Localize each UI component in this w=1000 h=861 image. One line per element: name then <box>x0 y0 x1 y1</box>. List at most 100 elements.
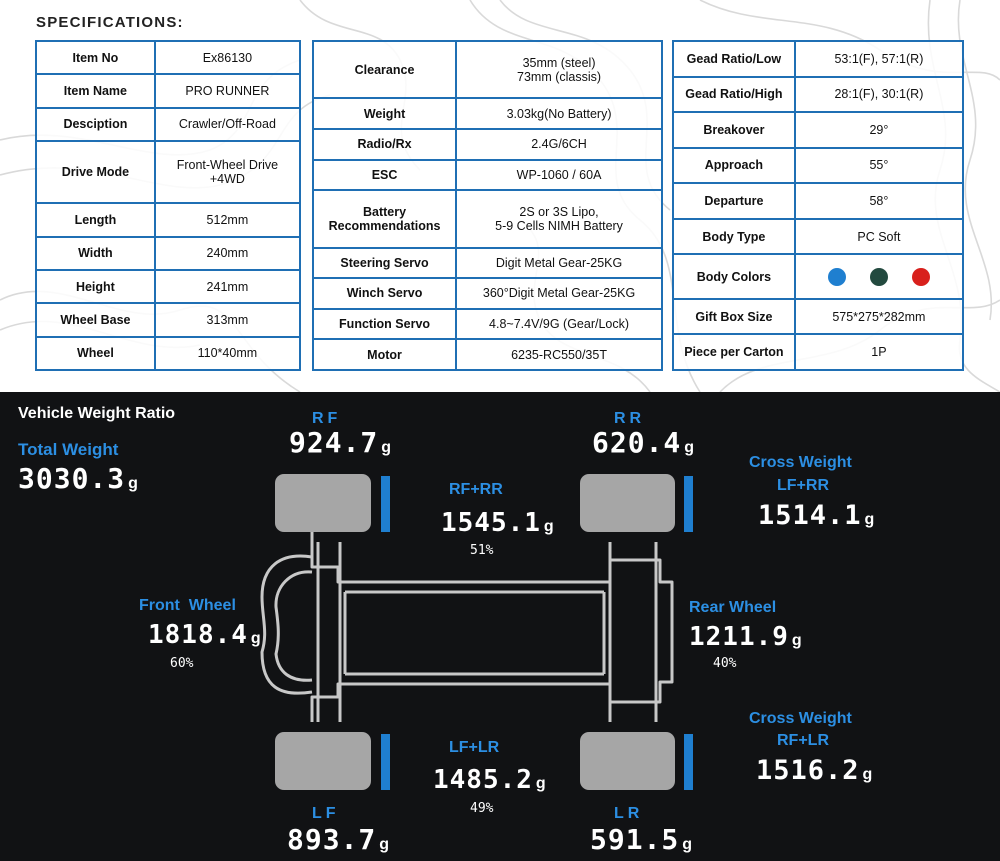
chassis-frame-lower <box>310 632 674 722</box>
right-side-label: RF+RR <box>449 481 503 498</box>
left-side-label: LF+LR <box>449 739 500 756</box>
spec-value <box>793 253 965 300</box>
chassis-frame-mid <box>343 590 606 676</box>
lr-label: LR <box>614 805 644 822</box>
weight-bar-lr <box>684 734 693 790</box>
spec-value: 53:1(F), 57:1(R) <box>793 40 965 78</box>
spec-value: 58° <box>793 182 965 220</box>
specifications-title: SPECIFICATIONS: <box>36 14 184 31</box>
body-color-swatch <box>911 267 930 286</box>
cross-weight-1-label: Cross Weight <box>749 454 852 471</box>
spec-value: 241mm <box>153 269 302 305</box>
spec-label: Motor <box>311 338 458 371</box>
spec-value: 110*40mm <box>153 335 302 372</box>
spec-label: Length <box>35 202 156 238</box>
spec-value: WP-1060 / 60A <box>455 158 663 192</box>
spec-label: Function Servo <box>311 307 458 341</box>
spec-label: ESC <box>311 158 458 192</box>
tire-rr <box>580 474 675 532</box>
spec-label: Piece per Carton <box>672 333 796 371</box>
rear-wheel-label: Rear Wheel <box>689 599 777 616</box>
total-weight-label: Total Weight <box>18 440 119 459</box>
spec-value: 2S or 3S Lipo, 5-9 Cells NIMH Battery <box>455 189 663 249</box>
spec-label: Item No <box>35 39 156 76</box>
spec-value: 2.4G/6CH <box>455 127 663 161</box>
spec-value: 360°Digit Metal Gear-25KG <box>455 277 663 310</box>
spec-value: 240mm <box>153 235 302 272</box>
weight-bar-rf <box>381 476 390 532</box>
spec-label: Height <box>35 269 156 305</box>
front-wheel-percent: 60% <box>170 656 194 671</box>
rear-wheel-percent: 40% <box>713 656 737 671</box>
spec-value: Front-Wheel Drive +4WD <box>153 139 302 205</box>
spec-row: Body Colors <box>672 253 965 300</box>
spec-label: Approach <box>672 146 796 185</box>
spec-value: PRO RUNNER <box>153 73 302 109</box>
tire-lr <box>580 732 675 790</box>
spec-label: Clearance <box>311 39 458 100</box>
tire-lf <box>275 732 371 790</box>
lf-label: LF <box>312 805 340 822</box>
right-side-percent: 51% <box>470 543 494 558</box>
spec-value: 6235-RC550/35T <box>455 338 663 371</box>
body-color-swatch <box>827 267 846 286</box>
spec-value: PC Soft <box>793 217 965 256</box>
spec-value: 29° <box>793 111 965 149</box>
spec-value: 55° <box>793 146 965 185</box>
spec-label: Gift Box Size <box>672 297 796 336</box>
spec-label: Battery Recommendations <box>311 189 458 249</box>
spec-label: Body Type <box>672 217 796 256</box>
spec-value: 512mm <box>153 202 302 238</box>
spec-label: Width <box>35 235 156 272</box>
spec-value: 1P <box>793 333 965 371</box>
tire-rf <box>275 474 371 532</box>
weight-bar-lf <box>381 734 390 790</box>
front-bumper <box>260 554 313 695</box>
spec-label: Steering Servo <box>311 246 458 280</box>
front-bumper-inner <box>274 570 313 682</box>
front-wheel-label: Front Wheel <box>139 597 236 614</box>
rear-axle-left <box>608 542 658 722</box>
spec-value: Digit Metal Gear-25KG <box>455 246 663 280</box>
spec-label: Drive Mode <box>35 139 156 205</box>
body-color-swatch <box>869 267 888 286</box>
spec-label: Wheel <box>35 335 156 372</box>
cross-weight-2-label: Cross Weight <box>749 710 852 727</box>
cross-weight-1-sub: LF+RR <box>777 477 829 494</box>
spec-label: Breakover <box>672 111 796 149</box>
spec-value: Ex86130 <box>153 39 302 76</box>
spec-label: Gead Ratio/High <box>672 75 796 114</box>
spec-label: Radio/Rx <box>311 127 458 161</box>
